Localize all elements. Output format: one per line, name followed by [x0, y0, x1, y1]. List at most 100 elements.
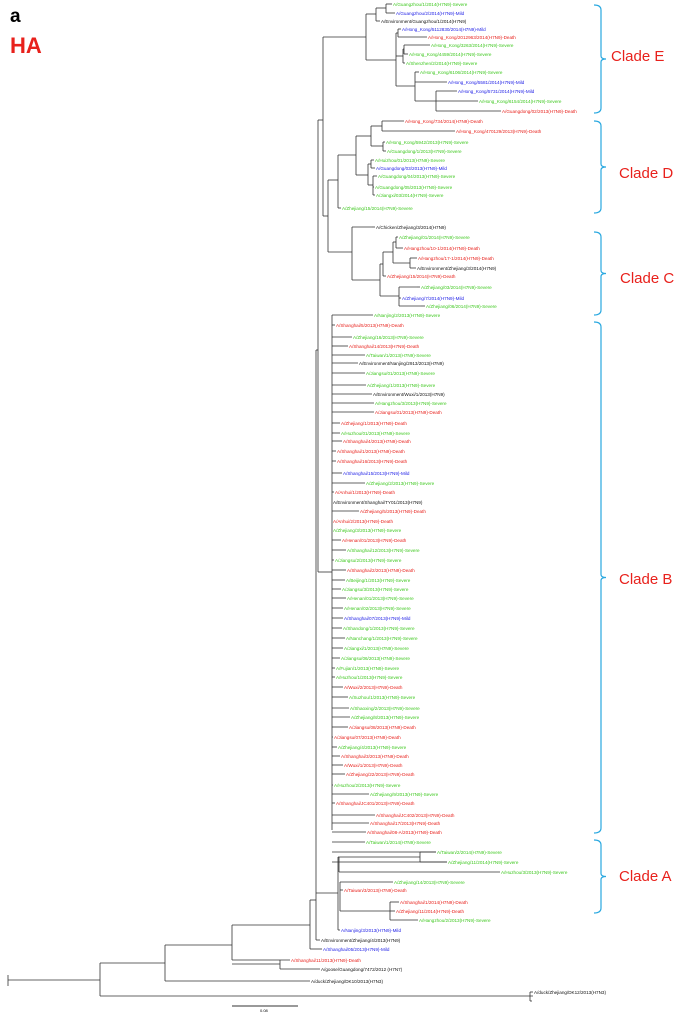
tip-label: A/Zhejiang/8/2013(H7N9)-Severe: [351, 715, 420, 720]
tip-label: A/Zhejiang/5/2013(H7N9)-Death: [360, 509, 426, 514]
tip-label: A/Jiangsu/3/2013(H7N9)-Severe: [342, 587, 409, 592]
tip-label: A/Environment/Zhejiang/3/2014(H7N9): [417, 266, 497, 271]
tip-label: A/Zhejiang/1/2013(H7N9)-Severe: [367, 383, 436, 388]
clade-e-bracket: [593, 4, 607, 114]
tip-label: A/Environment/Zhejiang/4/2013(H7N9): [321, 938, 401, 943]
clade-b-bracket: [593, 321, 607, 834]
tip-label: A/Shanghai/17/2013(H7N9)-Death: [370, 821, 441, 826]
clade-b-label: Clade B: [619, 571, 673, 588]
tip-label: A/Hong_Kong/6154/2014(H7N9)-Severe: [479, 99, 562, 104]
tip-label: A/Zhejiang/15/2014(H7N9)-Death: [387, 274, 456, 279]
tip-label: A/Hong_Kong/5112830/2014(H7N9)-Mild: [402, 27, 486, 32]
tip-label: A/Zhejiang/15/2014(H7N9)-Severe: [342, 206, 413, 211]
tip-label: A/Hangzhou/3/2013(H7N9)-Severe: [375, 401, 447, 406]
clade-c-label: Clade C: [620, 270, 675, 287]
tip-label: A/Shanghai/1/2013(H7N9)-Death: [337, 449, 405, 454]
gene-label: HA: [10, 33, 42, 58]
clade-d-label: Clade D: [619, 165, 674, 182]
tip-label: A/Hong_Kong/2012963/2014(H7N9)-Death: [428, 35, 516, 40]
tip-label: A/Shanghai/JC401/2013(H7N9)-Death: [336, 801, 415, 806]
tip-label: A/Taiwan/2/2014(H7N9)-Severe: [437, 850, 502, 855]
tip-label: A/Henan/02/2013(H7N9)-Severe: [344, 606, 411, 611]
tip-label: A/Shanghai/05/2013(H7N9)-Mild: [323, 947, 390, 952]
tip-label: A/Hong_Kong/6106/2014(H7N9)-Severe: [420, 70, 503, 75]
tip-label: A/Zhejiang/01/2014(H7N9)-Severe: [399, 235, 470, 240]
tip-label: A/Huzhou/3/2013(H7N9)-Severe: [501, 870, 568, 875]
tip-label: A/Anhui/1/2013(H7N9)-Death: [335, 490, 395, 495]
tip-label: A/Hong_Kong/470129/2013(H7N9)-Death: [456, 129, 542, 134]
clade-c-bracket: [593, 231, 607, 316]
tip-label: A/Shanghai/11/2013(H7N9)-Death: [291, 958, 361, 963]
tip-label: A/Shanghai/1/2014(H7N9)-Death: [400, 900, 468, 905]
tip-label: A/Guangdong/02/2013(H7N9)-Death: [502, 109, 577, 114]
tip-label: A/Fujian/1/2013(H7N9)-Severe: [336, 666, 400, 671]
tip-label: A/Nanjing/2/2013(H7N9)-Severe: [374, 313, 441, 318]
tip-label: A/Shanghai/15/2013(H7N9)-Mild: [343, 471, 410, 476]
tip-label: A/Guangdong/05/2013(H7N9)-Severe: [375, 185, 453, 190]
tip-label: A/Jiangsu/08/2013(H7N9)-Death: [349, 725, 416, 730]
tip-label: A/Shanghai/12/2013(H7N9)-Severe: [347, 548, 420, 553]
tip-label: A/duck/Zhejiang/DK12/2013(H7N3): [534, 990, 606, 995]
tip-label: A/Guangdong/1/2013(H7N9)-Severe: [387, 149, 462, 154]
tip-label: A/Jiangsu/07/2013(H7N9)-Death: [334, 735, 401, 740]
clade-a-bracket: [593, 839, 607, 914]
tip-label: A/Shanghai/3/2013(H7N9)-Death: [341, 754, 409, 759]
tip-label: A/Zhejiang/3/2013(H7N9)-Severe: [333, 528, 402, 533]
tip-label: A/Zhejiang/9/2013(H7N9)-Severe: [370, 792, 439, 797]
tip-label: A/Nanchang/1/2013(H7N9)-Severe: [346, 636, 418, 641]
tip-label: A/Zhejiang/03/2014(H7N9)-Severe: [421, 285, 492, 290]
tip-label: A/Zhejiang/11/2014(H7N9)-Severe: [448, 860, 519, 865]
clade-d-bracket: [593, 120, 607, 214]
tip-label: A/Hong_Kong/5581/2014(H7N9)-Mild: [448, 80, 525, 85]
tip-label: A/Hong_Kong/734/2014(H7N9)-Death: [405, 119, 483, 124]
tip-label: A/Guangzhou/1/2014(H7N9)-Severe: [393, 2, 468, 7]
tip-label: A/Zhejiang/1/2013(H7N9)-Death: [341, 421, 407, 426]
tip-label: A/Taiwan/1/2013(H7N9)-Severe: [366, 353, 431, 358]
tip-label: A/Hong_Kong/3263/2014(H7N9)-Severe: [431, 43, 514, 48]
tip-label: A/Anhui/2/2013(H7N9)-Death: [333, 519, 393, 524]
tip-label: A/Shanghai/5/2013(H7N9)-Death: [336, 323, 404, 328]
tip-label: A/Hangzhou/17-1/2014(H7N9)-Death: [418, 256, 494, 261]
tip-label: A/Taiwan/1/2014(H7N9)-Severe: [366, 840, 431, 845]
tip-label: A/Shandong/1/2013(H7N9)-Severe: [343, 626, 415, 631]
tip-label: A/Hangzhou/10-1/2014(H7N9)-Death: [404, 246, 480, 251]
tip-label: A/Shenzhen/2/2014(H7N9)-Severe: [406, 61, 478, 66]
tip-label: A/Huizhou/01/2013(H7N9)-Severe: [375, 158, 445, 163]
tip-label: A/Hong_Kong/5942/2013(H7N9)-Severe: [386, 140, 469, 145]
tip-label: A/Zhejiang/2/2013(H7N9)-Severe: [366, 481, 435, 486]
tip-label: A/Zhejiang/22/2013(H7N9)-Death: [346, 772, 415, 777]
tip-label: A/Jiangsu/01/2013(H7N9)-Severe: [366, 371, 435, 376]
tip-label: A/Shaoxing/2/2013(H7N9)-Severe: [350, 706, 420, 711]
tip-label: A/Shanghai/08-A/2013(H7N9)-Death: [367, 830, 442, 835]
tip-label: A/Environment/Guangzhou/1/2014(H7N9): [381, 19, 467, 24]
tip-label: A/Chicken/Zhejiang/3/2014(H7N9): [376, 225, 446, 230]
tip-label: A/Environment/Nanjing/2913/2013(H7N9): [359, 361, 444, 366]
clade-a-label: Clade A: [619, 868, 672, 885]
tip-label: A/Huzhou/1/2013(H7N9)-Severe: [336, 675, 403, 680]
scale-bar-label: 0.08: [260, 1008, 268, 1013]
tip-label: A/Zhejiang/7/2014(H7N9)-Mild: [402, 296, 464, 301]
tip-label: A/Shanghai/14/2013(H7N9)-Death: [349, 344, 420, 349]
tip-label: A/Henan/01/2013(H7N9)-Severe: [347, 596, 414, 601]
tip-label: A/Shanghai/2/2013(H7N9)-Death: [347, 568, 415, 573]
tip-label: A/Shanghai/16/2013(H7N9)-Death: [337, 459, 408, 464]
tip-label: A/Hangzhou/2/2013(H7N9)-Severe: [419, 918, 491, 923]
tip-label: A/Taiwan/3/2013(H7N9)-Death: [344, 888, 407, 893]
tip-label: A/Jiangxi/03/2014(H7N9)-Severe: [376, 193, 444, 198]
tip-label: A/Jiangsu/06/2013(H7N9)-Severe: [341, 656, 410, 661]
clade-e-label: Clade E: [611, 48, 665, 65]
tip-label: A/Hong_Kong/5731/2014(H7N9)-Mild: [458, 89, 535, 94]
tip-label: A/Guangdong/04/2013(H7N9)-Severe: [378, 174, 456, 179]
tip-label: A/duck/Zhejiang/DK10/2013(H7N3): [311, 979, 383, 984]
tip-label: A/Guangzhou/2/2014(H7N9)-Mild: [396, 11, 465, 16]
tip-label: A/Jiangsu/01/2013(H7N9)-Death: [375, 410, 442, 415]
tip-label: A/Suzhou/1/2013(H7N9)-Severe: [349, 695, 416, 700]
tip-label: A/Shanghai/4/2013(H7N9)-Death: [343, 439, 411, 444]
tip-label: A/Wuxi/1/2013(H7N9)-Death: [344, 763, 403, 768]
tip-label: A/Zhejiang/16/2013(H7N9)-Severe: [353, 335, 424, 340]
tip-label: A/Shanghai/JC402/2013(H7N9)-Death: [376, 813, 455, 818]
tip-label: A/Nanjing/3/2013(H7N9)-Mild: [341, 928, 401, 933]
tip-label: A/Hong_Kong/4459/2014(H7N9)-Severe: [409, 52, 492, 57]
tip-label: A/Beijing/1/2013(H7N9)-Severe: [346, 578, 411, 583]
